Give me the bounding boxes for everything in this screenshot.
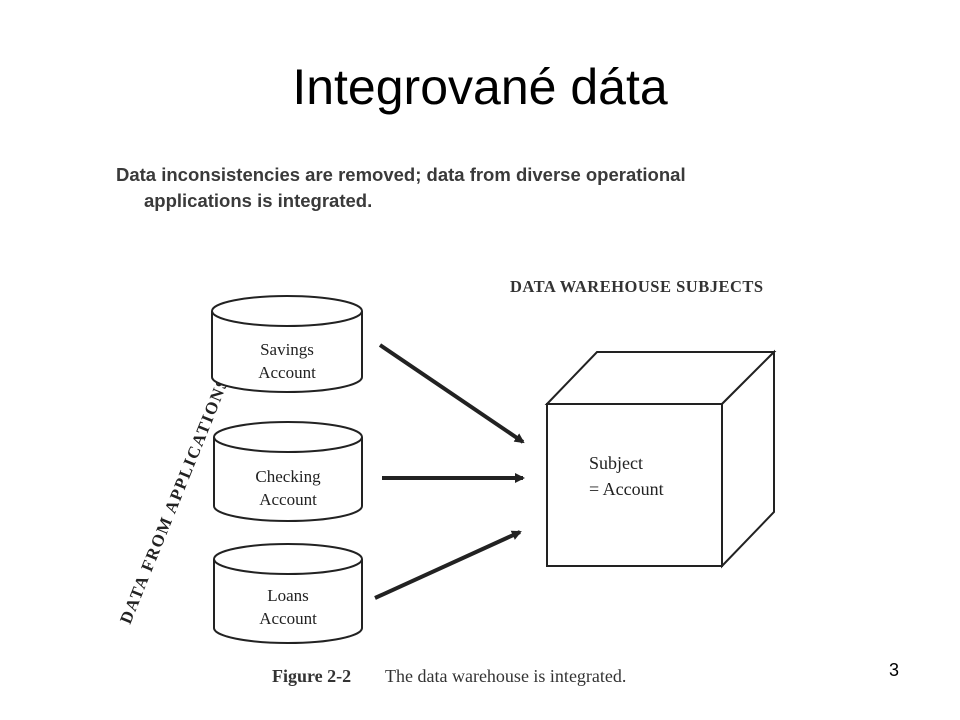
checking-account-cylinder: Checking Account xyxy=(213,421,363,522)
checking-label-line2: Account xyxy=(259,490,317,509)
slide-subtitle: Data inconsistencies are removed; data f… xyxy=(116,162,856,214)
subtitle-line-2: applications is integrated. xyxy=(144,190,373,211)
loans-label-line2: Account xyxy=(259,609,317,628)
subtitle-line-1: Data inconsistencies are removed; data f… xyxy=(116,164,686,185)
checking-label-line1: Checking xyxy=(255,467,321,486)
figure-label: Figure 2-2 xyxy=(272,666,351,686)
savings-account-cylinder: Savings Account xyxy=(211,295,363,393)
subject-cube: Subject = Account xyxy=(544,349,777,569)
subject-label-line2: = Account xyxy=(589,479,664,499)
savings-label-line2: Account xyxy=(258,363,316,382)
slide-title: Integrované dáta xyxy=(292,59,668,115)
loans-label-line1: Loans xyxy=(267,586,309,605)
figure-caption: The data warehouse is integrated. xyxy=(385,666,626,686)
savings-label-line1: Savings xyxy=(260,340,314,359)
page-number: 3 xyxy=(889,660,900,680)
loans-account-cylinder: Loans Account xyxy=(213,543,363,644)
arrow-savings-to-subject xyxy=(378,343,525,444)
arrow-loans-to-subject xyxy=(374,530,522,600)
warehouse-heading: DATA WAREHOUSE SUBJECTS xyxy=(510,277,764,296)
subject-label-line1: Subject xyxy=(589,453,643,473)
